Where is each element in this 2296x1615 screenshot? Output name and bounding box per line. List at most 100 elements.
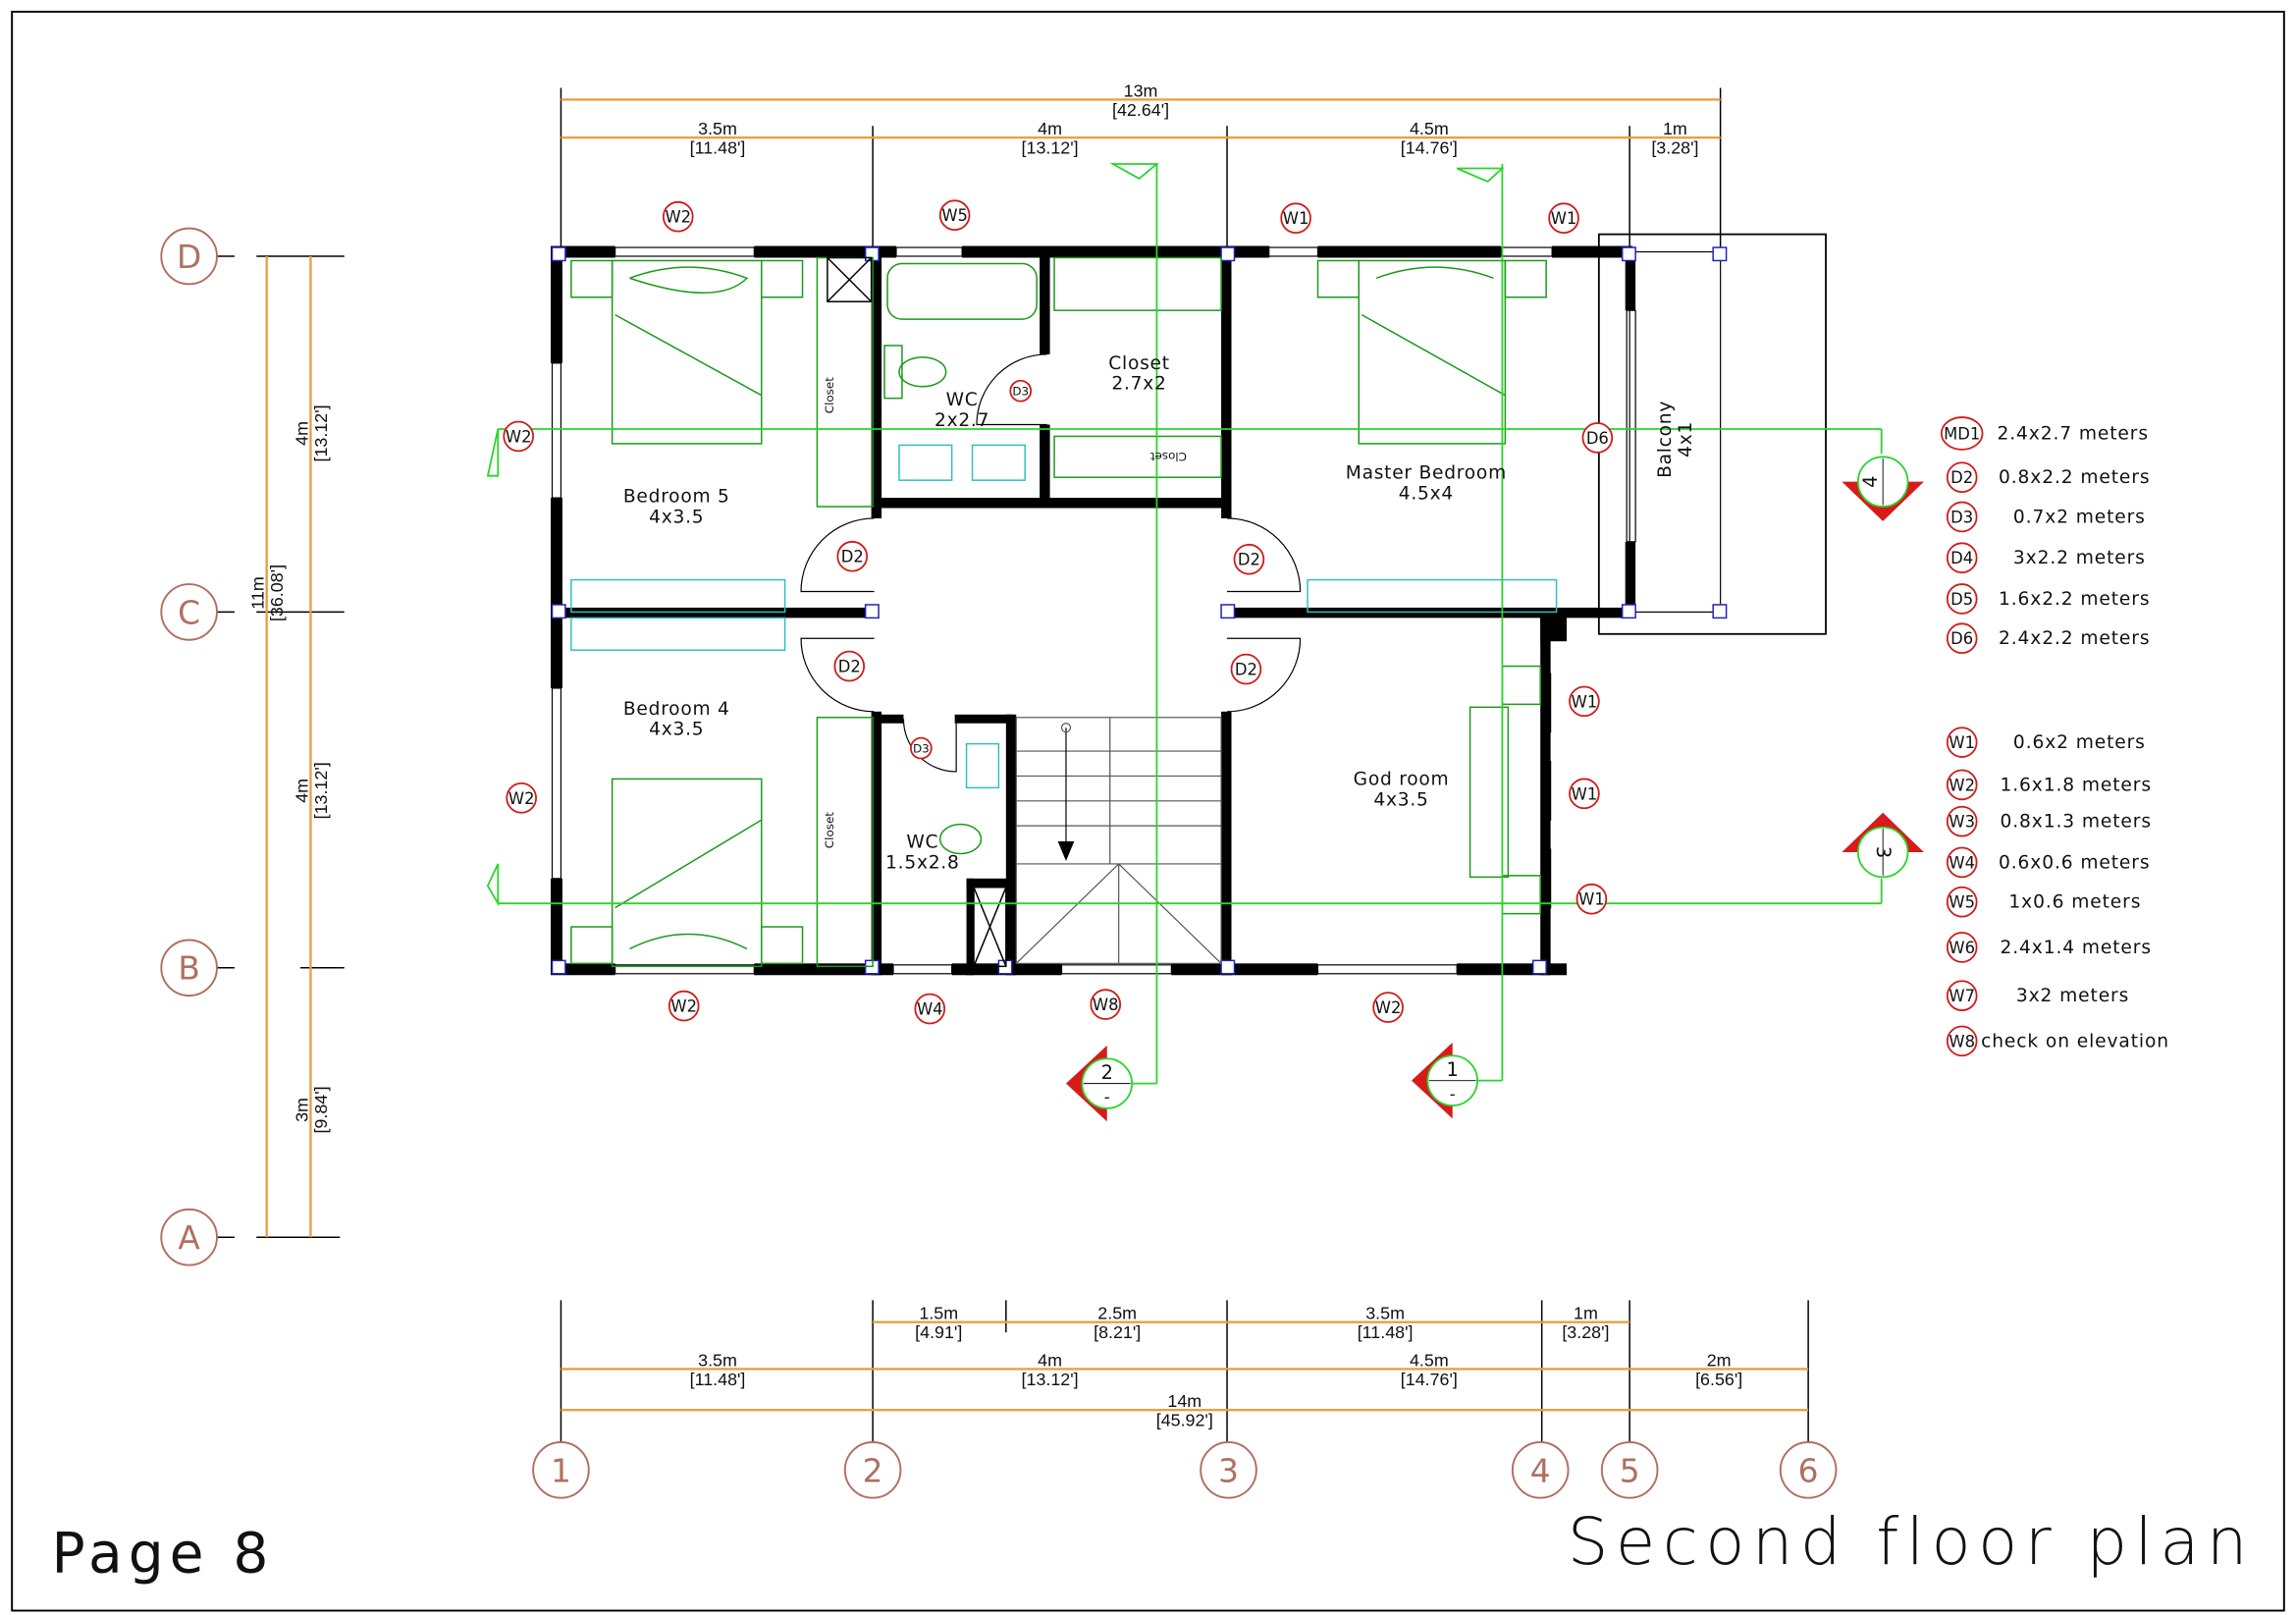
- svg-text:2.7x2: 2.7x2: [1111, 374, 1166, 395]
- furniture: [570, 256, 1558, 968]
- svg-text:Closet: Closet: [1149, 450, 1186, 463]
- svg-text:W1: W1: [1572, 692, 1598, 711]
- window-legend: W1 0.6x2 meters W2 1.6x1.8 meters W3 0.8x1.…: [1946, 727, 2168, 1057]
- svg-text:[13.12']: [13.12']: [1022, 1370, 1079, 1389]
- svg-text:11m: 11m: [248, 576, 268, 609]
- svg-text:D2: D2: [838, 658, 861, 676]
- bottom-dimensions: 1.5m[4.91'] 2.5m[8.21'] 3.5m[11.48'] 1m[…: [560, 1300, 1809, 1443]
- svg-text:6: 6: [1798, 1452, 1819, 1489]
- section-marker-3: 3: [1842, 812, 1924, 879]
- svg-text:[4.91']: [4.91']: [915, 1322, 962, 1342]
- svg-text:3.5m: 3.5m: [1365, 1304, 1405, 1323]
- svg-text:[14.76']: [14.76']: [1401, 1370, 1458, 1389]
- svg-text:W5: W5: [941, 206, 968, 225]
- svg-text:4x3.5: 4x3.5: [1373, 789, 1428, 810]
- svg-text:D3: D3: [913, 742, 930, 756]
- svg-text:W8: W8: [1949, 1032, 1975, 1050]
- svg-text:-: -: [1104, 1088, 1110, 1106]
- svg-text:2x2.7: 2x2.7: [934, 410, 989, 431]
- svg-text:4m: 4m: [292, 779, 311, 803]
- page-number: Page 8: [51, 1522, 274, 1587]
- svg-text:[8.21']: [8.21']: [1094, 1322, 1141, 1342]
- svg-text:2: 2: [1101, 1061, 1113, 1084]
- svg-text:4: 4: [1859, 476, 1882, 488]
- walls: [551, 245, 1636, 976]
- svg-text:W1: W1: [1551, 209, 1577, 228]
- svg-text:4: 4: [1530, 1452, 1551, 1489]
- svg-text:0.8x2.2 meters: 0.8x2.2 meters: [1999, 467, 2150, 488]
- svg-text:D5: D5: [1950, 590, 1973, 609]
- svg-text:1.5x2.8: 1.5x2.8: [885, 852, 959, 873]
- sheet-border: [11, 10, 2285, 1612]
- svg-text:[45.92']: [45.92']: [1156, 1411, 1213, 1430]
- svg-text:0.8x1.3 meters: 0.8x1.3 meters: [2000, 812, 2151, 833]
- svg-text:4m: 4m: [1038, 1350, 1062, 1370]
- svg-text:W4: W4: [1949, 853, 1975, 872]
- svg-text:5: 5: [1620, 1452, 1640, 1489]
- svg-text:W6: W6: [1949, 939, 1975, 957]
- svg-text:W4: W4: [917, 1000, 943, 1019]
- svg-text:W1: W1: [1283, 209, 1309, 228]
- top-dimensions: 13m[42.64'] 3.5m[11.48'] 4m[13.12'] 4.5m…: [560, 81, 1722, 252]
- section-marker-2: 2-: [1065, 1045, 1133, 1122]
- svg-text:4.5m: 4.5m: [1410, 1350, 1449, 1370]
- svg-text:[13.12']: [13.12']: [311, 762, 331, 819]
- svg-text:D2: D2: [841, 548, 864, 566]
- svg-text:0.7x2 meters: 0.7x2 meters: [2013, 507, 2146, 527]
- svg-text:-: -: [1450, 1085, 1456, 1104]
- svg-text:MD1: MD1: [1944, 424, 1980, 443]
- svg-text:D4: D4: [1950, 549, 1973, 567]
- svg-text:3: 3: [1218, 1452, 1239, 1489]
- svg-text:C: C: [178, 594, 200, 631]
- svg-text:[3.28']: [3.28']: [1651, 138, 1698, 158]
- svg-text:W3: W3: [1949, 813, 1975, 832]
- svg-text:1.6x1.8 meters: 1.6x1.8 meters: [2000, 775, 2151, 795]
- svg-text:13m: 13m: [1124, 81, 1158, 100]
- svg-text:[13.12']: [13.12']: [1022, 138, 1079, 158]
- grid-x-bubbles: 1 2 3 4 5 6: [532, 1441, 1838, 1499]
- svg-text:2m: 2m: [1707, 1350, 1732, 1370]
- svg-text:2: 2: [863, 1452, 883, 1489]
- svg-text:4x3.5: 4x3.5: [649, 720, 704, 740]
- left-dimensions: 11m [36.08'] 4m [13.12'] 4m [13.12'] 3m …: [248, 255, 345, 1238]
- svg-text:3.5m: 3.5m: [698, 1350, 737, 1370]
- svg-text:WC: WC: [906, 833, 938, 853]
- svg-text:1.6x2.2 meters: 1.6x2.2 meters: [1999, 589, 2150, 610]
- svg-text:D2: D2: [1950, 468, 1973, 487]
- svg-text:1m: 1m: [1574, 1304, 1598, 1323]
- svg-text:3x2.2 meters: 3x2.2 meters: [2013, 548, 2146, 568]
- svg-text:0.6x2 meters: 0.6x2 meters: [2013, 732, 2146, 753]
- section-lines: [486, 163, 1883, 1085]
- svg-text:[3.28']: [3.28']: [1562, 1322, 1609, 1342]
- svg-text:D3: D3: [1012, 385, 1029, 399]
- drawing-title: Second floor plan: [1568, 1505, 2255, 1580]
- svg-text:2.4x2.2 meters: 2.4x2.2 meters: [1999, 628, 2150, 649]
- svg-text:W2: W2: [1949, 776, 1975, 794]
- svg-text:Bedroom 5: Bedroom 5: [623, 487, 730, 508]
- door-swings: [800, 353, 1302, 773]
- svg-text:[6.56']: [6.56']: [1695, 1370, 1742, 1389]
- svg-text:[11.48']: [11.48']: [690, 1370, 746, 1389]
- svg-text:D3: D3: [1950, 508, 1973, 526]
- svg-text:D6: D6: [1586, 429, 1609, 448]
- opening-tags: W2 W5 W1 W1 W2 W2 W2 W4 W8 W2 W1 W1 W1 D…: [503, 199, 1614, 1025]
- svg-text:[42.64']: [42.64']: [1112, 100, 1169, 120]
- svg-text:2.4x1.4 meters: 2.4x1.4 meters: [2000, 938, 2151, 958]
- svg-text:4.5x4: 4.5x4: [1399, 484, 1454, 505]
- svg-text:W2: W2: [1375, 998, 1402, 1017]
- svg-text:[9.84']: [9.84']: [311, 1086, 331, 1133]
- svg-text:4x1: 4x1: [1676, 421, 1696, 458]
- staircase: [1015, 717, 1222, 964]
- svg-text:2.5m: 2.5m: [1097, 1304, 1137, 1323]
- svg-text:1m: 1m: [1663, 119, 1687, 138]
- svg-text:W2: W2: [665, 208, 691, 227]
- svg-text:Closet: Closet: [823, 377, 836, 413]
- section-marker-4: 4: [1842, 456, 1924, 521]
- svg-text:W2: W2: [506, 427, 532, 446]
- svg-text:W1: W1: [1949, 733, 1975, 752]
- svg-text:[11.48']: [11.48']: [690, 138, 746, 158]
- svg-text:WC: WC: [946, 390, 979, 410]
